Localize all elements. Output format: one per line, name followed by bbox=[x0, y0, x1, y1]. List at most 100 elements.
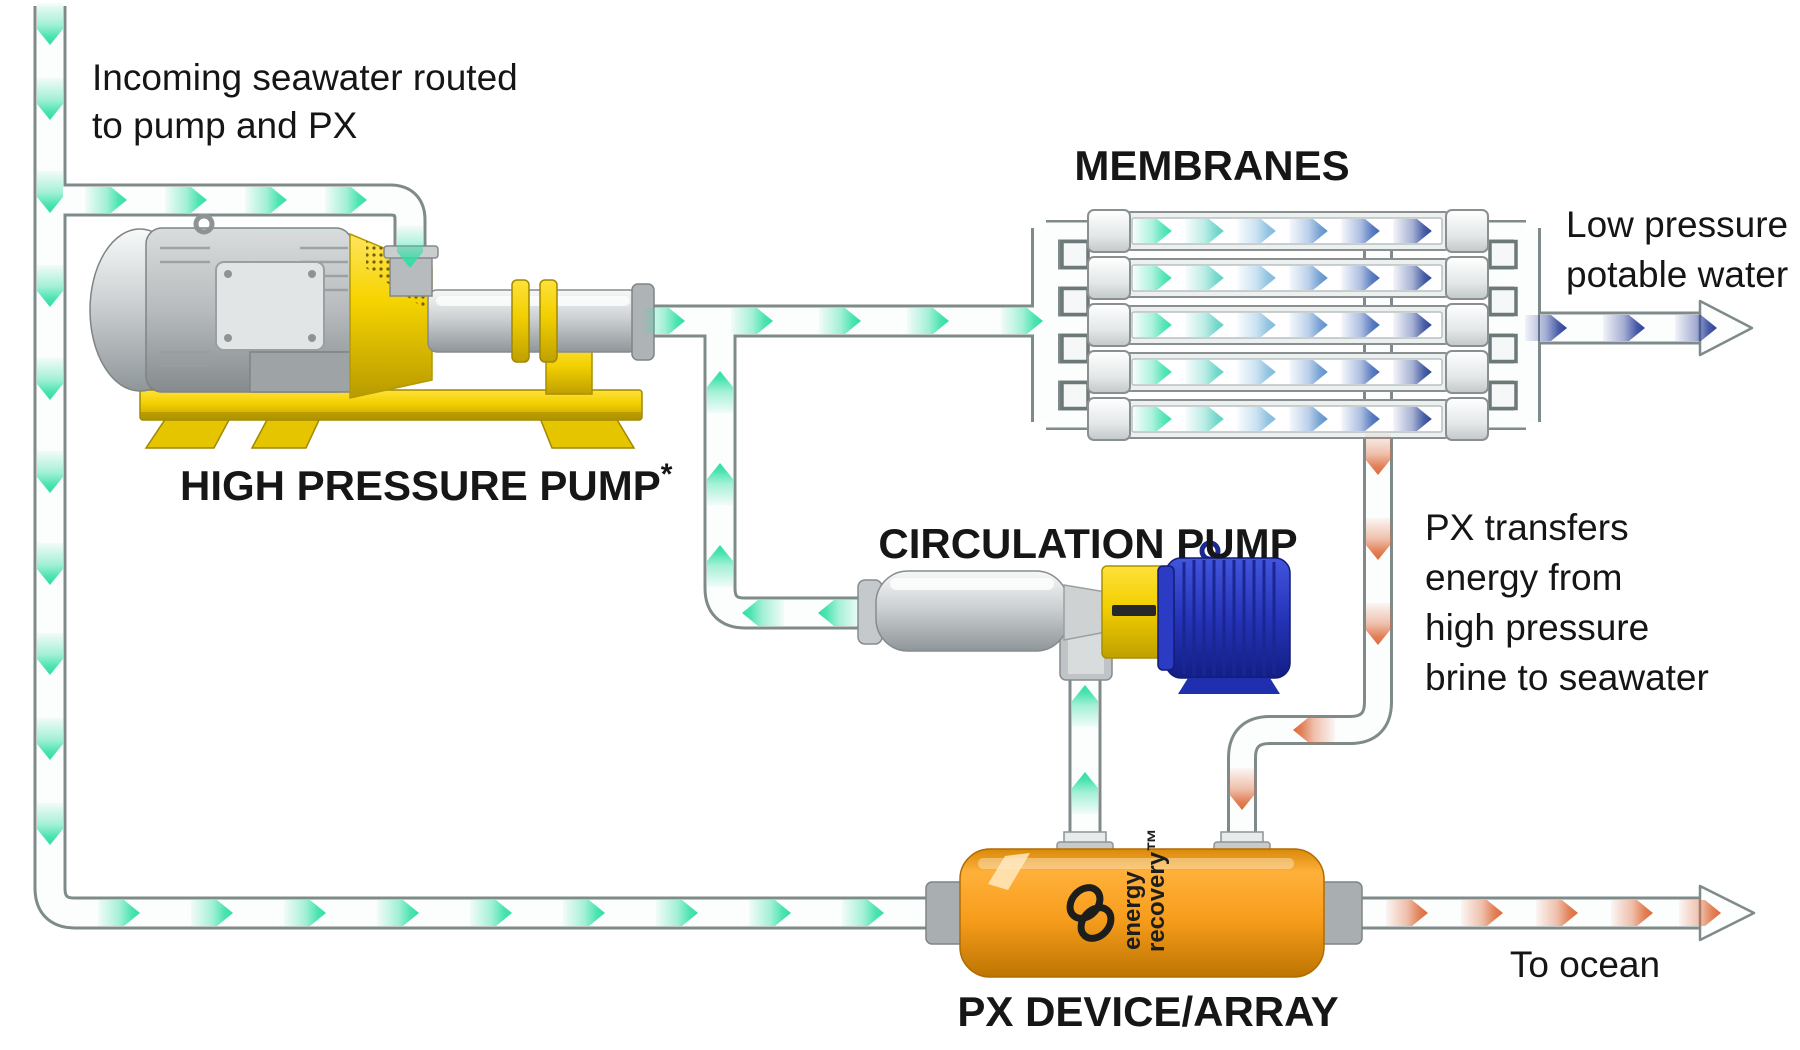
brine-flow-chevron bbox=[1679, 900, 1721, 926]
pump-foot bbox=[144, 417, 232, 449]
seawater-flow-chevron bbox=[742, 600, 784, 626]
membrane-end-cap bbox=[1087, 350, 1131, 394]
px-transfer-label-line2: energy from bbox=[1425, 557, 1622, 598]
membrane-flow-chevron bbox=[1237, 360, 1276, 384]
membrane-flow-chevron bbox=[1341, 266, 1380, 290]
panel-bolt bbox=[308, 334, 316, 342]
seawater-flow-chevron bbox=[907, 308, 949, 334]
seawater-flow-chevron bbox=[37, 171, 63, 213]
membrane-flow-chevron bbox=[1289, 360, 1328, 384]
circ-motor-fins bbox=[1182, 560, 1276, 676]
membrane-flow-chevron bbox=[1237, 313, 1276, 337]
membrane-flow-chevron bbox=[1133, 266, 1172, 290]
seawater-flow-chevron bbox=[643, 308, 685, 334]
potable-flow-chevron bbox=[1675, 315, 1717, 341]
px-device: energy recovery™ bbox=[925, 828, 1363, 978]
low-pressure-label-line1: Low pressure bbox=[1566, 204, 1788, 245]
incoming-label-line2: to pump and PX bbox=[92, 105, 357, 146]
seawater-flow-chevron bbox=[37, 78, 63, 120]
high-pressure-pump-label-text: HIGH PRESSURE PUMP bbox=[180, 462, 661, 509]
membrane-flow-chevron bbox=[1393, 407, 1432, 431]
circ-pump-coupling-slot bbox=[1112, 605, 1156, 616]
seawater-flow-chevron bbox=[191, 900, 233, 926]
circulation-pump bbox=[857, 540, 1291, 694]
pump-foot bbox=[250, 417, 322, 449]
membrane-array bbox=[1060, 209, 1518, 441]
membrane-flow-chevron bbox=[1289, 266, 1328, 290]
brine-flow-chevron bbox=[1536, 900, 1578, 926]
manifold-frame bbox=[1488, 380, 1518, 411]
high-pressure-pump bbox=[89, 213, 655, 449]
membrane-flow-chevron bbox=[1133, 219, 1172, 243]
footnote-marker: * bbox=[661, 458, 673, 491]
brine-flow-chevron bbox=[1461, 900, 1503, 926]
circulation-return-pipe bbox=[706, 321, 895, 627]
membrane-flow-chevron bbox=[1341, 360, 1380, 384]
brine-flow-chevron bbox=[1611, 900, 1653, 926]
px-transfer-label-line4: brine to seawater bbox=[1425, 657, 1709, 698]
membrane-end-cap bbox=[1445, 209, 1489, 253]
membrane-flow-chevron bbox=[1393, 266, 1432, 290]
circ-motor-front-cap bbox=[1157, 565, 1175, 671]
seawater-flow-chevron bbox=[377, 900, 419, 926]
energy-recovery-logo: energy recovery™ bbox=[1066, 828, 1170, 952]
seawater-flow-chevron bbox=[1072, 772, 1098, 814]
seawater-flow-chevron bbox=[37, 803, 63, 845]
membrane-flow-chevron bbox=[1289, 407, 1328, 431]
seawater-main-pipe bbox=[36, 6, 940, 927]
membrane-end-cap bbox=[1087, 303, 1131, 347]
seawater-flow-chevron bbox=[37, 543, 63, 585]
panel-bolt bbox=[308, 270, 316, 278]
seawater-flow-chevron bbox=[749, 900, 791, 926]
to-ocean-label: To ocean bbox=[1510, 944, 1660, 985]
seawater-flow-chevron bbox=[1072, 685, 1098, 727]
manifold-frame bbox=[1060, 380, 1090, 411]
membrane-end-cap bbox=[1087, 209, 1131, 253]
membrane-flow-chevron bbox=[1237, 266, 1276, 290]
membrane-flow-chevron bbox=[1341, 407, 1380, 431]
px-transfer-label-line1: PX transfers bbox=[1425, 507, 1629, 548]
seawater-flow-chevron bbox=[325, 187, 367, 213]
brine-flow-chevron bbox=[1365, 433, 1391, 475]
circulation-pump-label: CIRCULATION PUMP bbox=[878, 520, 1297, 567]
seawater-flow-chevron bbox=[284, 900, 326, 926]
membrane-end-cap bbox=[1445, 256, 1489, 300]
seawater-flow-chevron bbox=[819, 308, 861, 334]
seawater-flow-chevron bbox=[470, 900, 512, 926]
pump-base-shadow bbox=[141, 412, 641, 419]
membrane-flow-chevron bbox=[1133, 407, 1172, 431]
membrane-flow-chevron bbox=[1133, 313, 1172, 337]
seawater-flow-chevron bbox=[1001, 308, 1043, 334]
membrane-flow-chevron bbox=[1185, 313, 1224, 337]
brine-flow-chevron bbox=[1229, 768, 1255, 810]
motor-terminal-panel bbox=[215, 261, 325, 351]
seawater-flow-chevron bbox=[245, 187, 287, 213]
membrane-flow-chevron bbox=[1341, 219, 1380, 243]
px-vessel-highlight bbox=[978, 858, 1294, 869]
membrane-end-cap bbox=[1445, 350, 1489, 394]
logo-text-energy: energy bbox=[1119, 871, 1146, 950]
potable-flow-chevron bbox=[1525, 315, 1567, 341]
seawater-flow-chevron bbox=[37, 718, 63, 760]
brine-flow-chevron bbox=[1365, 518, 1391, 560]
px-vessel-glint bbox=[988, 853, 1030, 890]
manifold-frame bbox=[1060, 286, 1090, 317]
pump-branch-pipe bbox=[50, 186, 424, 274]
membrane-end-cap bbox=[1087, 397, 1131, 441]
brine-flow-chevron bbox=[1365, 603, 1391, 645]
membrane-flow-chevron bbox=[1289, 313, 1328, 337]
potable-flow-chevron bbox=[1603, 315, 1645, 341]
membrane-end-cap bbox=[1445, 303, 1489, 347]
logo-text-recovery: recovery™ bbox=[1143, 828, 1170, 952]
membrane-flow-chevron bbox=[1133, 360, 1172, 384]
membrane-flow-chevron bbox=[1393, 219, 1432, 243]
circ-pump-body-highlight bbox=[890, 578, 1054, 590]
brine-flow-chevron bbox=[1386, 900, 1428, 926]
membrane-flow-chevron bbox=[1289, 219, 1328, 243]
membrane-flow-chevron bbox=[1185, 266, 1224, 290]
membrane-end-cap bbox=[1087, 256, 1131, 300]
manifold-frame bbox=[1488, 239, 1518, 270]
membrane-flow-chevron bbox=[1185, 219, 1224, 243]
